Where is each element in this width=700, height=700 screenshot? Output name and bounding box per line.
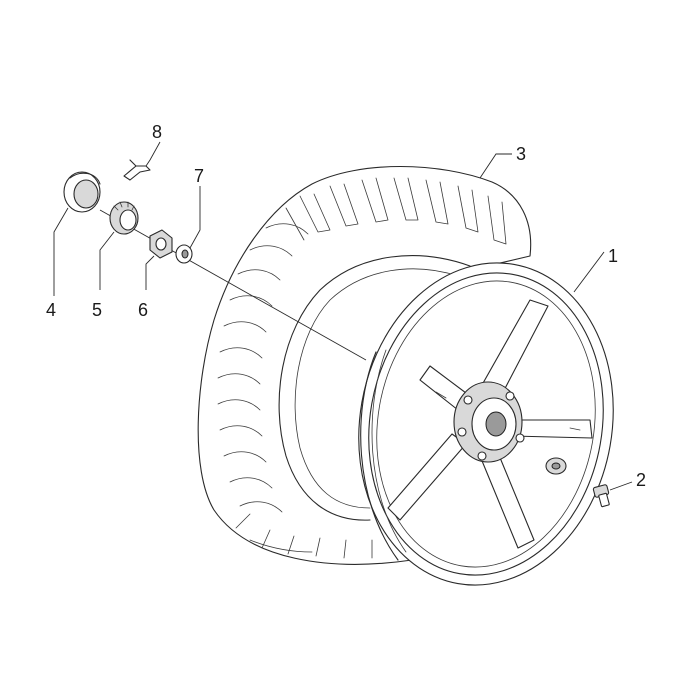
split-pin (123, 159, 151, 181)
callout-washer: 7 (194, 166, 204, 186)
callout-nut: 6 (138, 300, 148, 320)
callout-split-pin: 8 (152, 122, 162, 142)
callout-castellated-ring: 5 (92, 300, 102, 320)
callout-rim: 1 (608, 246, 618, 266)
castellated-ring (109, 201, 139, 235)
leader-lines (53, 141, 633, 491)
nut (149, 229, 173, 259)
callout-tyre: 3 (516, 144, 526, 164)
axle-line (99, 209, 367, 361)
callout-cap: 4 (46, 300, 56, 320)
washer (175, 244, 193, 264)
rim (358, 262, 614, 586)
callout-valve: 2 (636, 470, 646, 490)
cap (63, 171, 101, 213)
valve (592, 484, 610, 508)
